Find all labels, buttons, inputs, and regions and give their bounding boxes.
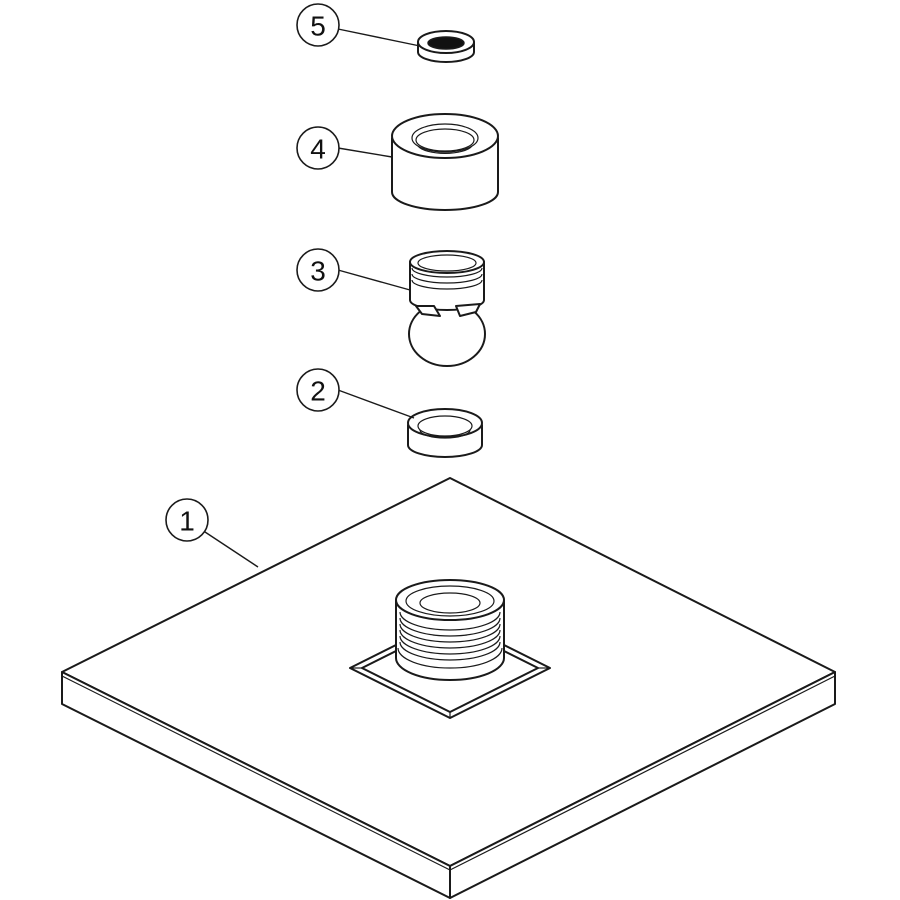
- callout-label-2: 2: [310, 376, 326, 407]
- callout-label-5: 5: [310, 11, 326, 42]
- callout-label-3: 3: [310, 256, 326, 287]
- callout-label-1: 1: [179, 506, 195, 537]
- leader-3: [337, 269, 411, 291]
- part-4-sleeve-nut: [391, 113, 499, 211]
- leader-1: [201, 529, 259, 568]
- part-3-ball-joint: [408, 250, 486, 367]
- part-1-base-plate: [61, 477, 836, 899]
- callout-2: 2: [296, 368, 340, 412]
- callout-1: 1: [165, 498, 209, 542]
- leader-4: [337, 147, 393, 158]
- callout-5: 5: [296, 3, 340, 47]
- callout-3: 3: [296, 248, 340, 292]
- leader-2: [337, 389, 415, 419]
- leader-5: [337, 28, 421, 47]
- callout-4: 4: [296, 126, 340, 170]
- part-2-washer-ring: [407, 408, 483, 458]
- leader-lines: [201, 28, 421, 568]
- part-5-small-washer: [417, 30, 475, 63]
- callout-label-4: 4: [310, 134, 326, 165]
